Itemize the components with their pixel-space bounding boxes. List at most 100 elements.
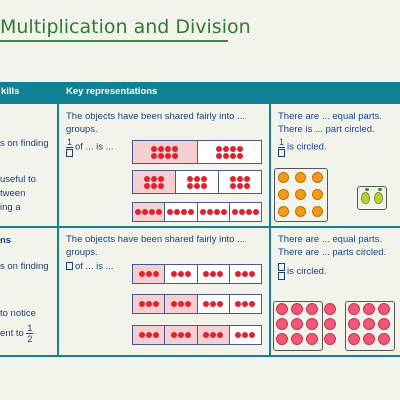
bar-part-circled [165,295,198,313]
bar-part [198,265,230,283]
pink-circle-icon [324,318,336,330]
pink-circle-icon [348,303,360,315]
orange-icon [278,189,289,200]
counter-group [203,332,224,338]
pink-circle-icon [276,333,288,345]
bar-part [219,171,261,193]
bar-part-circled [133,203,166,221]
bar-part-circled [197,326,230,344]
row1-equal-parts-text: There are ... equal parts. [278,111,383,122]
row2-shared-text: The objects have been shared fairly into… [66,234,246,245]
orange-icon [312,206,323,217]
pink-circle-icon [378,303,390,315]
counter-group [170,332,191,338]
bar-part [165,203,198,221]
title-underline [0,40,228,42]
circle-group-box-right [345,301,395,351]
orange-icon [295,172,306,183]
bar-part-circled [133,171,176,193]
bar-model-quarters-b [132,294,262,314]
bar-part-circled [165,326,198,344]
bar-part-circled [133,141,198,163]
pink-circle-icon [324,303,336,315]
pink-circle-icon [363,303,375,315]
fraction-box-over-box [66,262,73,271]
row1-skill-line-1: s on finding [0,138,49,149]
circle-group-box-left [273,301,323,351]
bar-part-circled [133,265,166,283]
pink-circle-icon [378,318,390,330]
column-divider-2 [269,104,271,357]
row1-skill-line-4: tween [0,188,26,199]
counter-group [138,332,159,338]
row2-groups-text: groups. [66,247,98,258]
bar-part [198,141,262,163]
bar-part-circled [133,326,166,344]
counter-group [135,209,163,215]
table-bottom-border [0,355,400,357]
leaf-icon [365,188,369,191]
row2-fraction-statement: of ... is ... [66,261,114,273]
bar-part [165,265,198,283]
orange-group-box [274,168,328,222]
pink-circle-icon [306,333,318,345]
orange-icon [278,206,289,217]
bar-part [230,295,261,313]
row2-skill-line-4: to notice [0,308,36,319]
counter-group [235,301,256,307]
counter-group [187,175,207,189]
row1-groups-text: groups. [66,124,98,135]
counter-group [203,301,224,307]
pink-circle-icon [348,318,360,330]
fraction-box-over-box [278,263,285,280]
page-title: Multiplication and Division [0,16,251,38]
counter-group [231,209,259,215]
counter-group [151,145,179,159]
pink-circle-icon [306,303,318,315]
orange-icon [312,189,323,200]
pink-circle-icon [363,318,375,330]
orange-icon [312,172,323,183]
counter-group [138,271,159,277]
bar-model-quarters-c [132,325,262,345]
bar-part [230,203,261,221]
counter-group [199,209,227,215]
orange-icon [295,189,306,200]
row2-fraction-circled-text: is circled. [278,263,327,280]
row1-part-circled-text: There is ... part circled. [278,124,375,135]
row-divider [0,226,400,228]
bar-part [198,203,230,221]
pear-icon [361,192,370,204]
row1-skill-line-3: useful to [0,174,36,185]
orange-icon [295,206,306,217]
counter-group [170,301,191,307]
pink-circle-icon [324,333,336,345]
counter-group [167,209,195,215]
leaf-icon [378,188,382,191]
pear-icon [374,192,383,204]
counter-group [235,271,256,277]
counter-group [138,301,159,307]
bar-part [230,326,261,344]
bar-model-thirds [132,170,262,194]
pink-circle-icon [306,318,318,330]
bar-part-circled [133,295,166,313]
counter-group [235,332,256,338]
pink-circle-icon [291,318,303,330]
pink-circle-icon [348,333,360,345]
fraction-one-over-box: 1 [278,137,286,157]
pink-circle-icon [276,303,288,315]
bar-part [198,295,230,313]
row2-skill-line-2: s on finding [0,261,49,272]
table-header-bar [0,82,400,104]
counter-group [203,271,224,277]
pink-circle-icon [291,303,303,315]
bar-part [176,171,219,193]
pink-circle-icon [363,333,375,345]
row2-parts-circled-text: There are ... parts circled. [278,247,387,258]
pear-group-box [357,186,387,210]
pink-circle-icon [276,318,288,330]
